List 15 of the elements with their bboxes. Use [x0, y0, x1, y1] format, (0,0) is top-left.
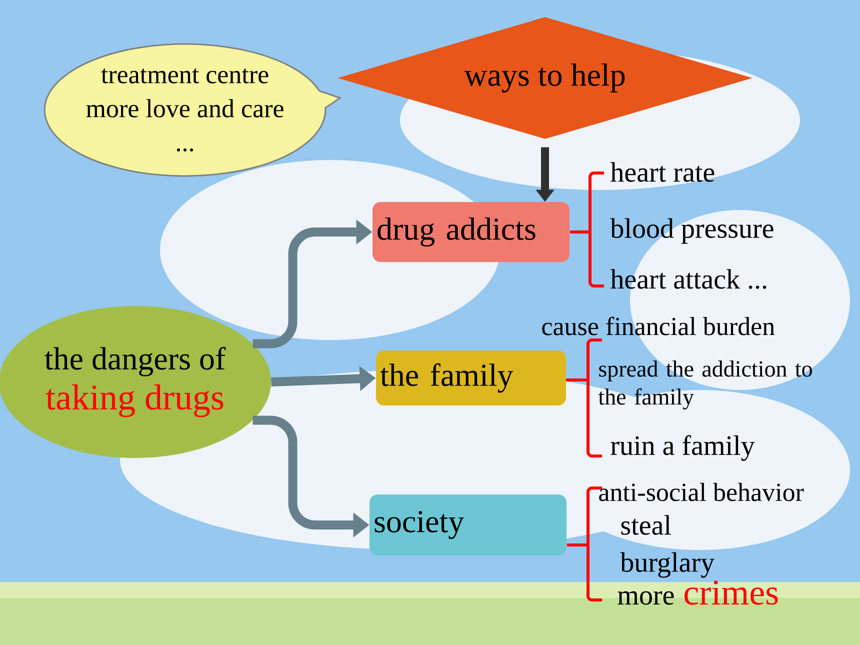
- category-box: drug addicts: [372, 202, 570, 262]
- label: cause financial burden: [542, 316, 775, 336]
- category-box: society: [370, 494, 566, 556]
- label: more: [618, 591, 674, 605]
- label: anti-social behavior: [599, 482, 804, 502]
- label: steal: [621, 515, 671, 535]
- label: spread the addiction to the family: [598, 360, 812, 410]
- label: heart rate: [610, 162, 714, 182]
- category-box: the family: [376, 350, 566, 406]
- speech-bubble: treatment centre more love and care ...: [44, 43, 341, 177]
- label: burglary: [620, 552, 714, 578]
- label: ruin a family: [610, 435, 755, 461]
- label: blood pressure: [610, 218, 774, 244]
- label: heart attack ...: [610, 269, 766, 289]
- label: crimes: [684, 580, 778, 605]
